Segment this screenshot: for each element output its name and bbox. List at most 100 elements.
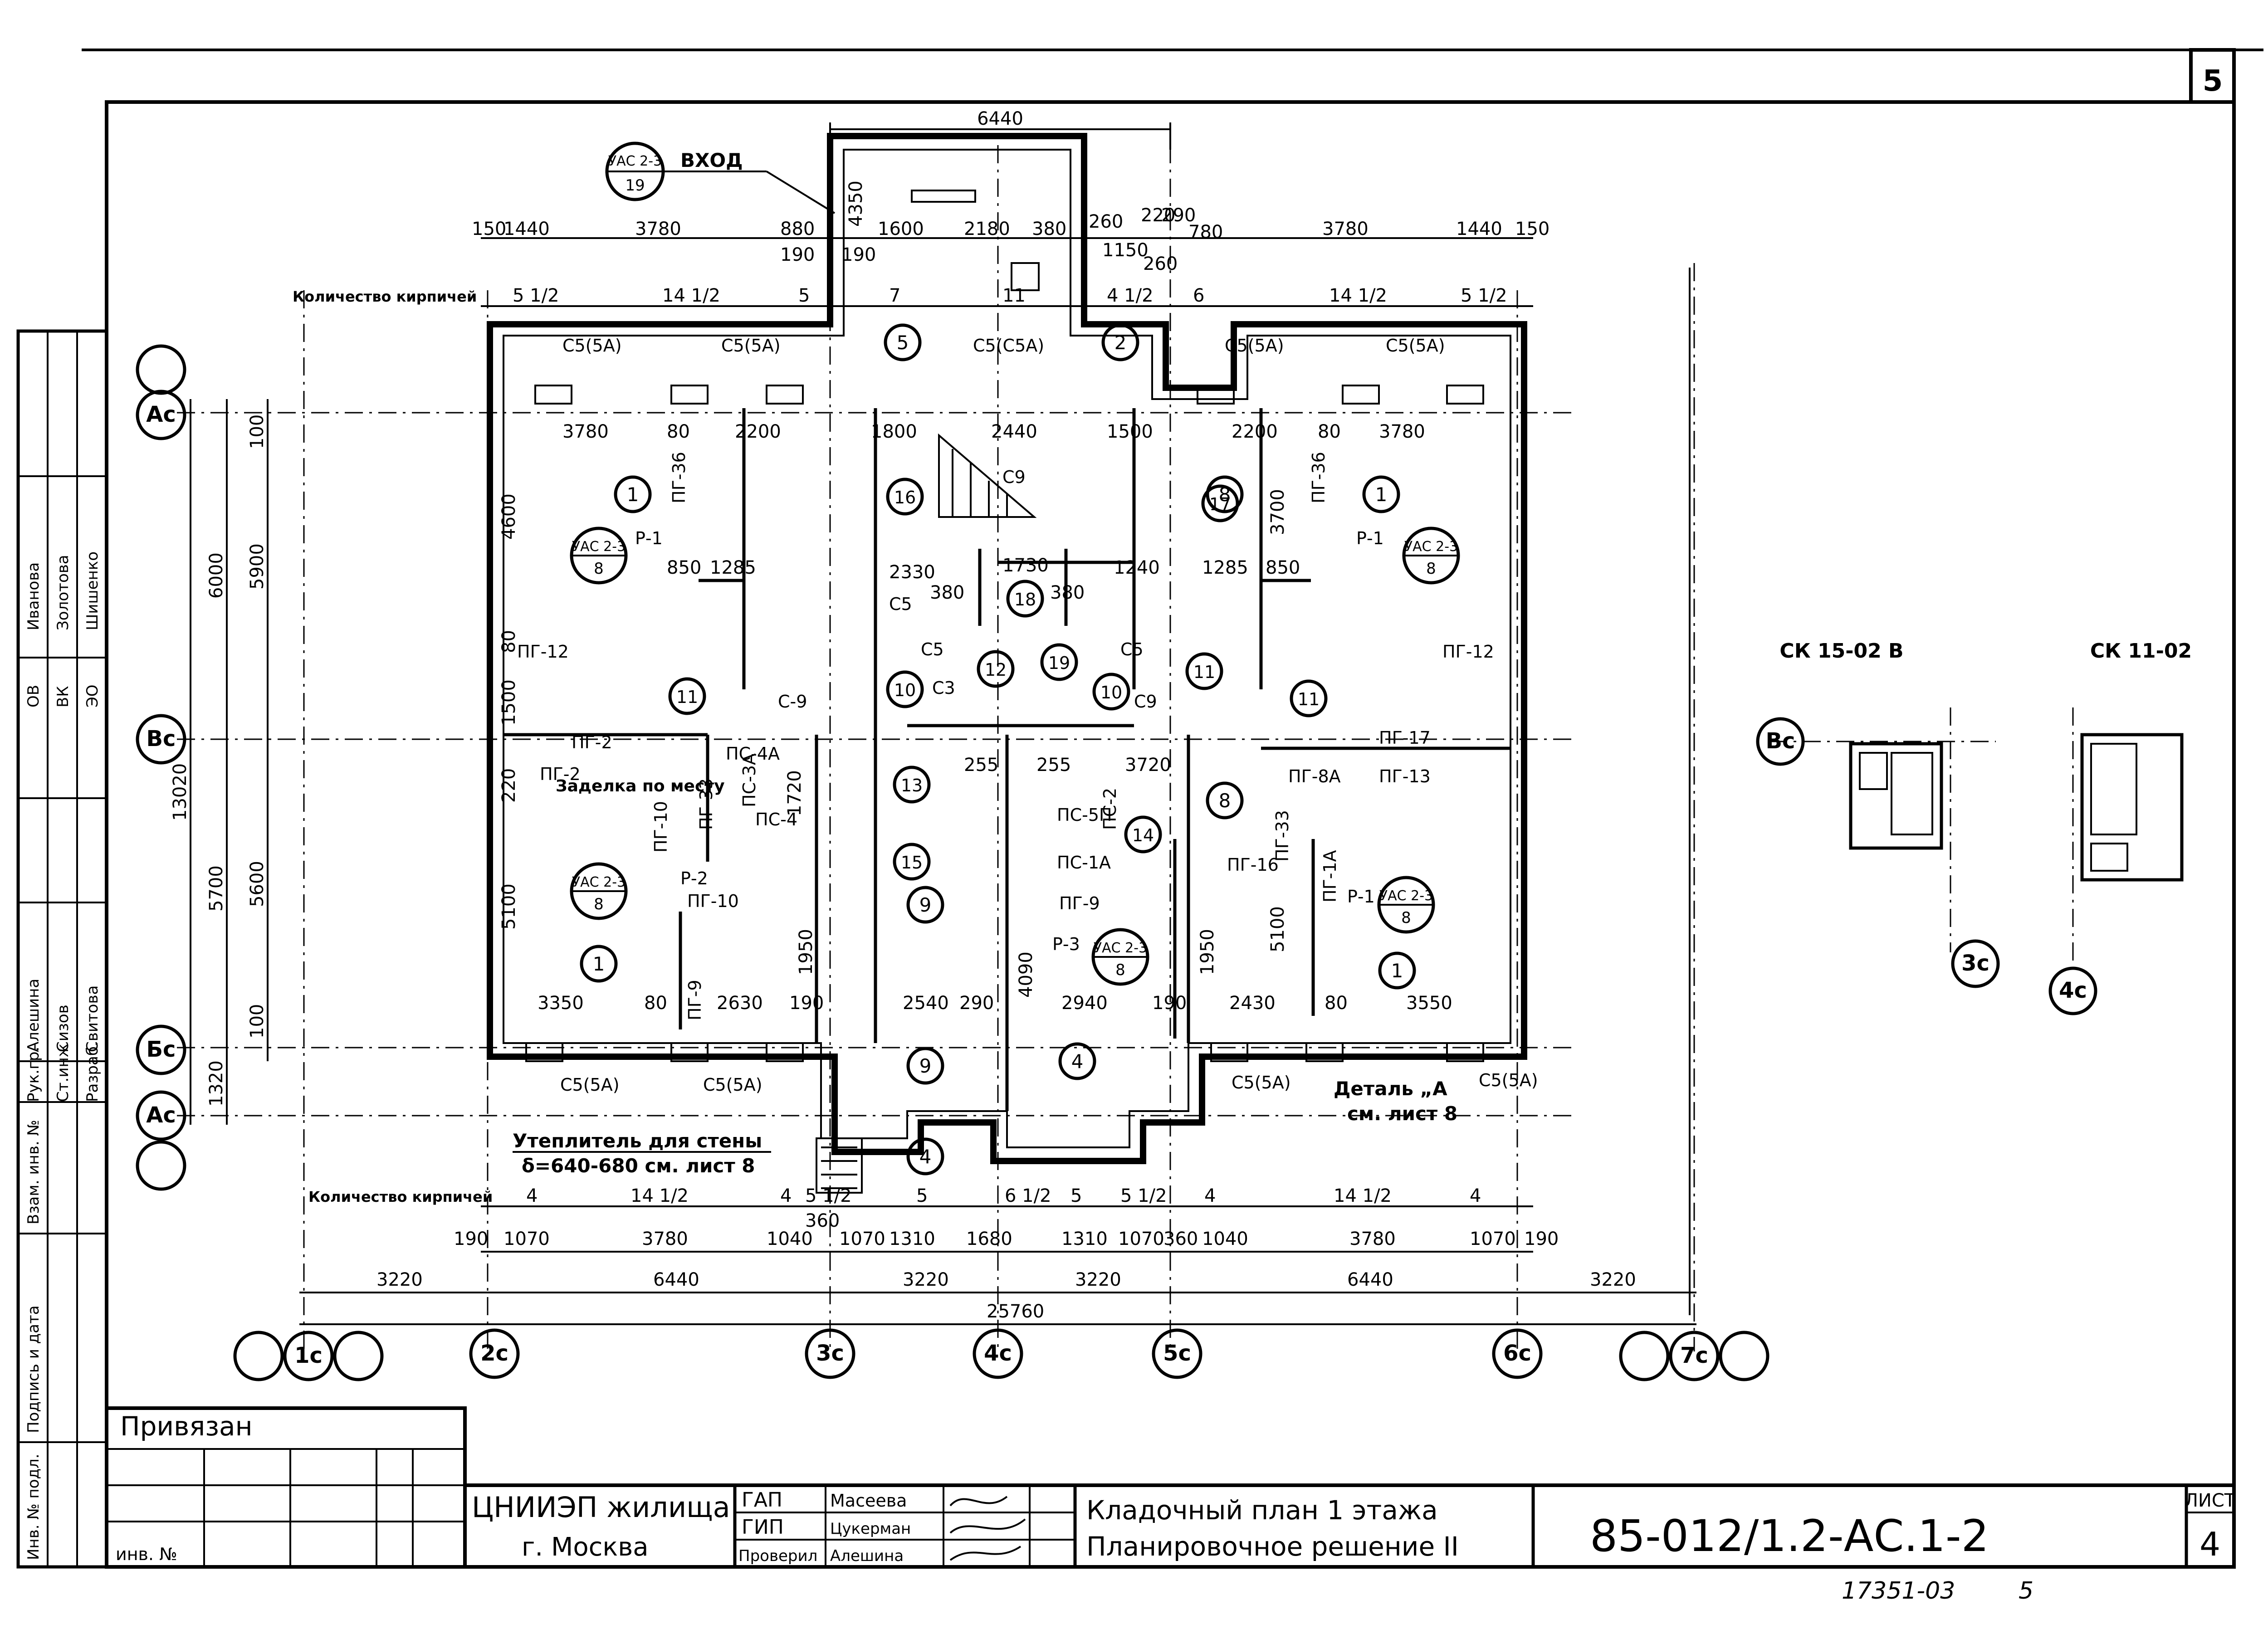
side-name-2: Сизов xyxy=(54,1005,72,1052)
top-dim-8: 260 xyxy=(1089,211,1123,232)
room-dim-23: 1240 xyxy=(1114,557,1160,578)
bubble-19: 13 xyxy=(901,776,923,795)
bottom-brick-3: 4 xyxy=(780,1185,792,1206)
bottom-brick-10: 14 1/2 xyxy=(1334,1185,1392,1206)
side-stamp: Рук.гр. Ст.инж Разраб. Алешина Сизов Сви… xyxy=(16,329,108,1569)
room-dim-17: 190 xyxy=(1152,993,1187,1014)
bottom-dim-9: 1310 xyxy=(1061,1229,1108,1249)
bottom-dim-4: 1040 xyxy=(767,1229,813,1249)
room-ref-3: УАС 2-3 xyxy=(572,874,626,890)
stair-mark-4: С5 xyxy=(1120,639,1144,659)
room-dim-24: 1285 xyxy=(1202,557,1248,578)
panel-12: ПГ-9 xyxy=(685,980,705,1020)
side-col-inv: Инв. № подл. xyxy=(24,1454,43,1560)
room-dim-16: 2940 xyxy=(1061,993,1108,1014)
top-brick-6: 4 1/2 xyxy=(1107,285,1154,306)
axis-bottom-1: 1с xyxy=(294,1343,323,1368)
bottom-dim-5: 360 xyxy=(805,1210,840,1231)
bubble-18: 12 xyxy=(985,660,1007,680)
panel-22: ПГ-9 xyxy=(1059,893,1100,913)
side-upper-name-1: Иванова xyxy=(24,562,43,630)
stair-mark-7: С9 xyxy=(1134,692,1157,712)
lintel-7: С5(5А) xyxy=(703,1075,763,1095)
side-upper-name-2: Золотова xyxy=(54,555,72,630)
axis-bottom-5: 5с xyxy=(1163,1341,1191,1366)
bottom-dim-7: 1310 xyxy=(889,1229,935,1249)
room-dim-21: 850 xyxy=(667,557,701,578)
bubble-7: 4 xyxy=(1071,1050,1084,1073)
bottom-dim2-4: 3220 xyxy=(1075,1269,1121,1290)
bottom-brick-4: 5 1/2 xyxy=(805,1185,852,1206)
panel-26: ПГ-33 xyxy=(1272,810,1292,862)
top-dim-11: 780 xyxy=(1188,222,1223,243)
bottom-brick-2: 14 1/2 xyxy=(631,1185,689,1206)
room-dim-35: 1720 xyxy=(784,770,805,816)
bottom-brick-label: Количество кирпичей xyxy=(308,1188,493,1205)
room-dim-38: 3720 xyxy=(1125,755,1171,776)
stair-mark-6: С3 xyxy=(932,678,955,698)
entry-callout xyxy=(605,141,836,214)
axis-bottom-6: 6с xyxy=(1503,1341,1531,1366)
top-dim-4: 880 xyxy=(780,219,815,239)
stair-block xyxy=(816,190,1040,1194)
room-dim-22: 1285 xyxy=(710,557,756,578)
axis-bottom-3: 3с xyxy=(816,1341,844,1366)
bottom-dim-10: 1070 xyxy=(1118,1229,1164,1249)
room-dim-6: 1500 xyxy=(1107,421,1153,442)
sheet-number-box xyxy=(2189,48,2236,104)
internal-walls xyxy=(503,408,1510,1111)
bottom-dim-6: 1070 xyxy=(839,1229,885,1249)
detail-axis-1: Вс xyxy=(1765,728,1795,754)
detail-axis-3: 4с xyxy=(2059,978,2087,1003)
room-dim-18: 2430 xyxy=(1229,993,1276,1014)
left-dim-mid-3: 1320 xyxy=(206,1060,227,1107)
top-dim-12: 3780 xyxy=(1322,219,1369,239)
entry-label: ВХОД xyxy=(680,149,743,171)
room-dim-5: 2440 xyxy=(991,421,1037,442)
top-brick-7: 6 xyxy=(1193,285,1204,306)
bubble-23: 17 xyxy=(1209,494,1231,514)
bottom-dim-11: 360 xyxy=(1163,1229,1198,1249)
bubble-20: 14 xyxy=(1132,825,1154,845)
left-wall-1: 4600 xyxy=(499,493,519,540)
top-dim-entry: 4350 xyxy=(846,180,866,227)
bubble-5: 2 xyxy=(1114,332,1127,354)
room-dim-8: 80 xyxy=(1318,421,1341,442)
room-dim-25: 850 xyxy=(1266,557,1300,578)
bubble-6: 4 xyxy=(919,1146,932,1168)
panel-25: ПГ-8А xyxy=(1288,766,1341,786)
room-dim-15: 290 xyxy=(959,993,994,1014)
top-dim-7: 380 xyxy=(1032,219,1066,239)
footer-page: 5 xyxy=(2019,1577,2033,1605)
top-dim-10: 290 xyxy=(1161,205,1196,226)
left-dim-mid-2: 5700 xyxy=(206,865,227,912)
room-dim-9: 3780 xyxy=(1379,421,1425,442)
left-axis-bubbles xyxy=(136,344,186,1191)
bubble-14: 10 xyxy=(1100,683,1122,702)
sheet-number: 5 xyxy=(2203,64,2223,98)
axis-left-3: Бс xyxy=(146,1037,176,1062)
note-seal: Заделка по месту xyxy=(556,777,725,795)
panel-21: ПС-1А xyxy=(1057,853,1111,873)
room-dim-12: 2630 xyxy=(717,993,763,1014)
room-dim-33: 4090 xyxy=(1016,951,1036,998)
top-dim-1: 150 xyxy=(472,219,506,239)
room-dim-3: 2200 xyxy=(735,421,781,442)
bottom-brick-9: 4 xyxy=(1204,1185,1216,1206)
side-name-1: Алешина xyxy=(24,979,43,1052)
top-dimension-lines xyxy=(481,122,1533,307)
panel-14: Р-3 xyxy=(1052,934,1080,954)
bottom-dim-8: 1680 xyxy=(966,1229,1012,1249)
side-upper-code-3: ЭО xyxy=(83,684,102,707)
room-dim-31: 1950 xyxy=(796,929,816,975)
footer-code: 17351-03 xyxy=(1842,1577,1955,1605)
left-dim-inner-4: 100 xyxy=(247,1004,268,1039)
bottom-dim-14: 1070 xyxy=(1470,1229,1516,1249)
title-line-1: Кладочный план 1 этажа xyxy=(1086,1495,1438,1526)
bubble-2: 1 xyxy=(1375,483,1388,506)
room-ref-num-2: 8 xyxy=(1426,560,1436,578)
panel-9: ПГ-17 xyxy=(1379,728,1431,748)
room-ref-4: УАС 2-3 xyxy=(1094,940,1147,956)
top-brick-label: Количество кирпичей xyxy=(293,288,477,305)
